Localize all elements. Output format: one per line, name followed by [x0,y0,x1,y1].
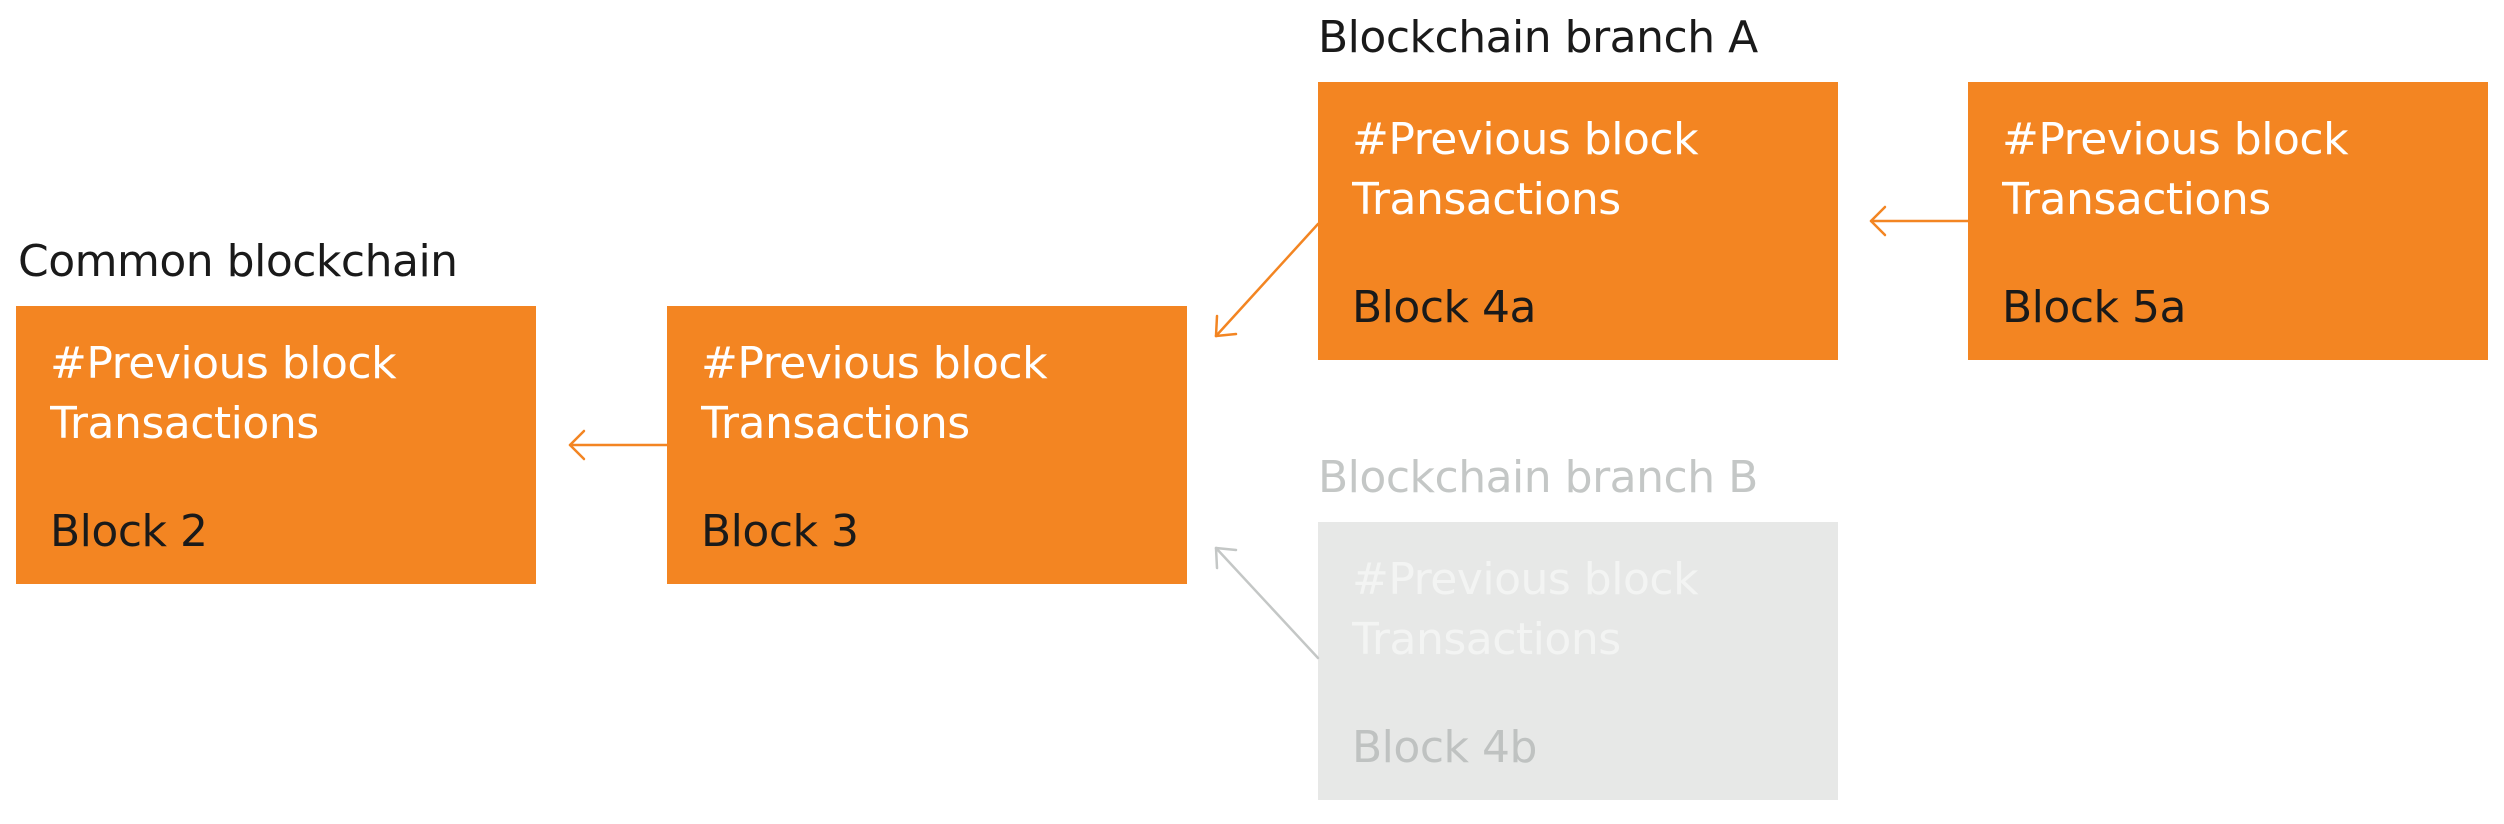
block-4b: #Previous block Transactions Block 4b [1318,522,1838,800]
block-4b-previous-hash: #Previous block [1352,554,1699,605]
block-3-transactions: Transactions [701,398,970,449]
block-4a: #Previous block Transactions Block 4a [1318,82,1838,360]
block-3-name: Block 3 [701,506,859,557]
block-2: #Previous block Transactions Block 2 [16,306,536,584]
link-block-5a-to-block-4a [1869,205,1970,237]
block-2-name: Block 2 [50,506,208,557]
link-line [1214,222,1320,338]
label-blockchain-branch-b: Blockchain branch B [1318,452,1758,503]
block-3: #Previous block Transactions Block 3 [667,306,1187,584]
block-2-previous-hash: #Previous block [50,338,397,389]
block-5a: #Previous block Transactions Block 5a [1968,82,2488,360]
block-5a-previous-hash: #Previous block [2002,114,2349,165]
arrow-down-left-icon [1214,314,1238,338]
label-blockchain-branch-a: Blockchain branch A [1318,12,1758,63]
link-block-4b-to-block-3 [1214,546,1320,660]
link-block-3-to-block-2 [568,429,669,461]
arrow-left-icon [568,429,586,461]
block-3-previous-hash: #Previous block [701,338,1048,389]
block-5a-transactions: Transactions [2002,174,2271,225]
block-2-transactions: Transactions [50,398,319,449]
block-4b-transactions: Transactions [1352,614,1621,665]
block-4a-transactions: Transactions [1352,174,1621,225]
block-4a-name: Block 4a [1352,282,1536,333]
block-4b-name: Block 4b [1352,722,1537,773]
label-common-blockchain: Common blockchain [18,236,458,287]
link-line [1214,546,1320,660]
arrow-left-icon [1869,205,1887,237]
link-block-4a-to-block-3 [1214,222,1320,338]
block-5a-name: Block 5a [2002,282,2186,333]
arrow-up-left-icon [1214,546,1238,570]
block-4a-previous-hash: #Previous block [1352,114,1699,165]
